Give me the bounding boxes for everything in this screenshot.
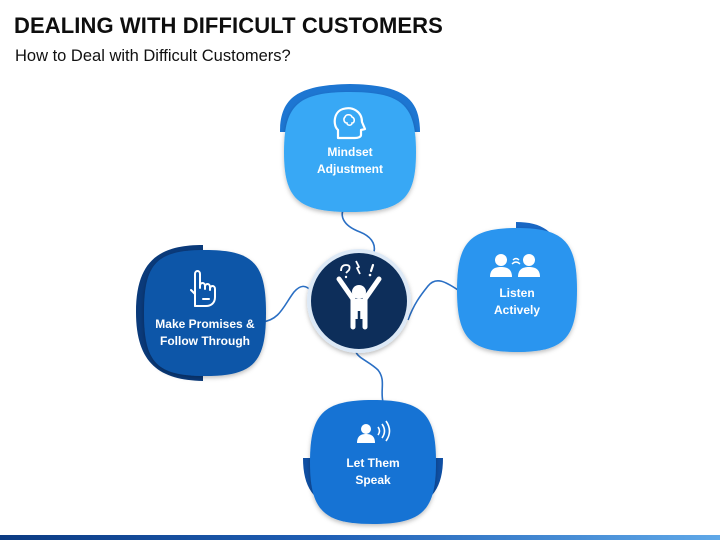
connector-mindset — [341, 202, 376, 253]
node-speak — [303, 400, 443, 524]
node-label-speak: Let Them Speak — [346, 456, 400, 487]
connector-speak — [355, 351, 384, 403]
node-label-mindset: Mindset Adjustment — [317, 145, 383, 176]
center-node — [307, 249, 411, 353]
node-promise — [136, 245, 266, 381]
person-speaking-icon — [357, 420, 391, 443]
page-subtitle: How to Deal with Difficult Customers? — [15, 47, 291, 65]
connectors — [261, 202, 459, 403]
node-listen — [457, 222, 577, 352]
frustrated-person-icon — [336, 260, 382, 330]
connector-promise — [261, 285, 313, 323]
node-promise-shape — [144, 250, 266, 376]
two-people-talking-icon — [490, 254, 540, 277]
connector-listen — [407, 279, 459, 321]
page-title: DEALING WITH DIFFICULT CUSTOMERS — [14, 13, 443, 38]
node-mindset — [280, 84, 420, 212]
node-label-listen: Listen Actively — [493, 286, 541, 317]
node-listen-shape — [457, 228, 577, 352]
node-speak-shape — [310, 400, 436, 524]
node-label-promise: Make Promises & Follow Through — [155, 317, 255, 348]
node-mindset-shape — [284, 92, 416, 212]
bottom-accent-bar — [0, 535, 720, 540]
promise-hand-icon — [190, 270, 216, 307]
head-brain-icon — [333, 107, 367, 140]
